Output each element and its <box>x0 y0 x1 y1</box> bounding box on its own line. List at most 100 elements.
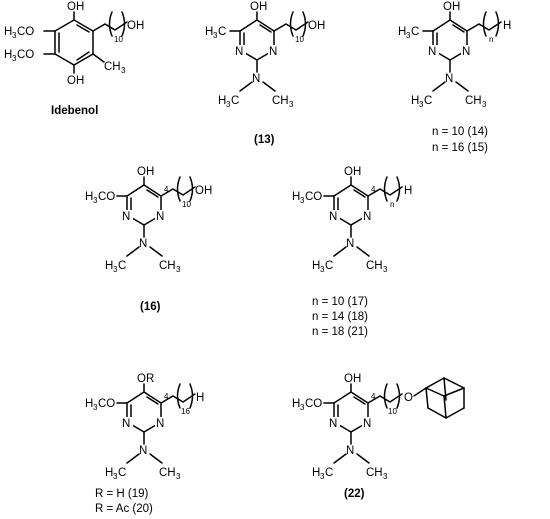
svg-text:OH: OH <box>344 373 361 385</box>
svg-text:CH: CH <box>159 260 176 272</box>
svg-text:H: H <box>105 260 113 272</box>
svg-text:N: N <box>363 418 371 430</box>
svg-text:H: H <box>205 26 213 38</box>
adamantyl-group <box>425 377 465 419</box>
svg-text:4: 4 <box>164 392 169 401</box>
svg-text:C: C <box>325 467 333 479</box>
svg-text:C: C <box>411 26 419 38</box>
svg-text:3: 3 <box>482 100 487 109</box>
svg-text:N: N <box>122 211 130 223</box>
svg-text:3: 3 <box>12 31 17 40</box>
svg-text:10: 10 <box>388 407 397 416</box>
svg-text:C: C <box>118 260 126 272</box>
svg-text:3: 3 <box>300 196 305 205</box>
svg-text:H: H <box>85 191 93 203</box>
svg-text:C: C <box>218 26 226 38</box>
label-15: n = 16 (15) <box>432 142 488 154</box>
svg-text:3: 3 <box>289 100 294 109</box>
svg-text:H: H <box>398 26 406 38</box>
label-idebenol: Idebenol <box>51 105 98 117</box>
svg-text:4: 4 <box>371 392 376 401</box>
svg-text:CH: CH <box>366 467 383 479</box>
svg-text:N: N <box>363 211 371 223</box>
svg-text:H: H <box>105 467 113 479</box>
svg-text:3: 3 <box>383 472 388 481</box>
svg-text:3: 3 <box>406 31 411 40</box>
svg-text:C: C <box>325 260 333 272</box>
svg-text:N: N <box>235 46 243 58</box>
svg-text:N: N <box>252 73 260 85</box>
label-14: n = 10 (14) <box>432 126 488 138</box>
svg-text:N: N <box>346 445 354 457</box>
svg-text:10: 10 <box>114 35 123 44</box>
svg-text:OH: OH <box>195 185 212 197</box>
svg-text:CH: CH <box>104 61 121 73</box>
svg-text:4: 4 <box>164 185 169 194</box>
label-22: (22) <box>344 488 365 500</box>
svg-text:N: N <box>462 46 470 58</box>
svg-text:CO: CO <box>305 398 322 410</box>
svg-text:3: 3 <box>300 403 305 412</box>
svg-text:3: 3 <box>320 265 325 274</box>
svg-text:CH: CH <box>272 95 289 107</box>
svg-text:CO: CO <box>98 398 115 410</box>
svg-text:CH: CH <box>465 95 482 107</box>
label-19: R = H (19) <box>95 488 149 500</box>
svg-text:16: 16 <box>181 407 190 416</box>
label-20: R = Ac (20) <box>95 503 153 515</box>
svg-text:H: H <box>4 49 12 61</box>
svg-text:C: C <box>118 467 126 479</box>
svg-text:OR: OR <box>137 373 154 385</box>
svg-text:O: O <box>404 392 413 404</box>
svg-text:H: H <box>411 95 419 107</box>
svg-text:OH: OH <box>250 1 267 13</box>
svg-text:3: 3 <box>419 100 424 109</box>
svg-text:N: N <box>445 73 453 85</box>
svg-text:N: N <box>428 46 436 58</box>
svg-text:CO: CO <box>17 49 34 61</box>
svg-text:N: N <box>139 445 147 457</box>
svg-text:H: H <box>292 191 300 203</box>
svg-text:H: H <box>404 185 412 197</box>
svg-text:3: 3 <box>93 403 98 412</box>
svg-text:N: N <box>269 46 277 58</box>
svg-text:N: N <box>122 418 130 430</box>
svg-text:3: 3 <box>12 54 17 63</box>
svg-text:H: H <box>85 398 93 410</box>
svg-text:4: 4 <box>371 185 376 194</box>
svg-text:H: H <box>218 95 226 107</box>
label-18: n = 14 (18) <box>312 311 368 323</box>
svg-text:3: 3 <box>176 472 181 481</box>
svg-text:3: 3 <box>383 265 388 274</box>
label-17: n = 10 (17) <box>312 296 368 308</box>
svg-text:CH: CH <box>366 260 383 272</box>
svg-text:CO: CO <box>98 191 115 203</box>
label-16: (16) <box>140 301 161 313</box>
label-13: (13) <box>254 134 275 146</box>
svg-text:OH: OH <box>67 1 84 13</box>
svg-text:C: C <box>231 95 239 107</box>
svg-text:OH: OH <box>344 166 361 178</box>
svg-text:CH: CH <box>159 467 176 479</box>
label-21: n = 18 (21) <box>312 326 368 338</box>
svg-text:3: 3 <box>176 265 181 274</box>
svg-text:OH: OH <box>308 20 325 32</box>
svg-text:H: H <box>4 26 12 38</box>
svg-text:N: N <box>139 238 147 250</box>
svg-text:OH: OH <box>443 1 460 13</box>
svg-text:3: 3 <box>226 100 231 109</box>
svg-text:n: n <box>489 35 493 44</box>
svg-text:OH: OH <box>137 166 154 178</box>
svg-text:C: C <box>424 95 432 107</box>
svg-text:10: 10 <box>295 35 304 44</box>
svg-text:3: 3 <box>113 472 118 481</box>
svg-text:H: H <box>312 467 320 479</box>
svg-text:3: 3 <box>113 265 118 274</box>
